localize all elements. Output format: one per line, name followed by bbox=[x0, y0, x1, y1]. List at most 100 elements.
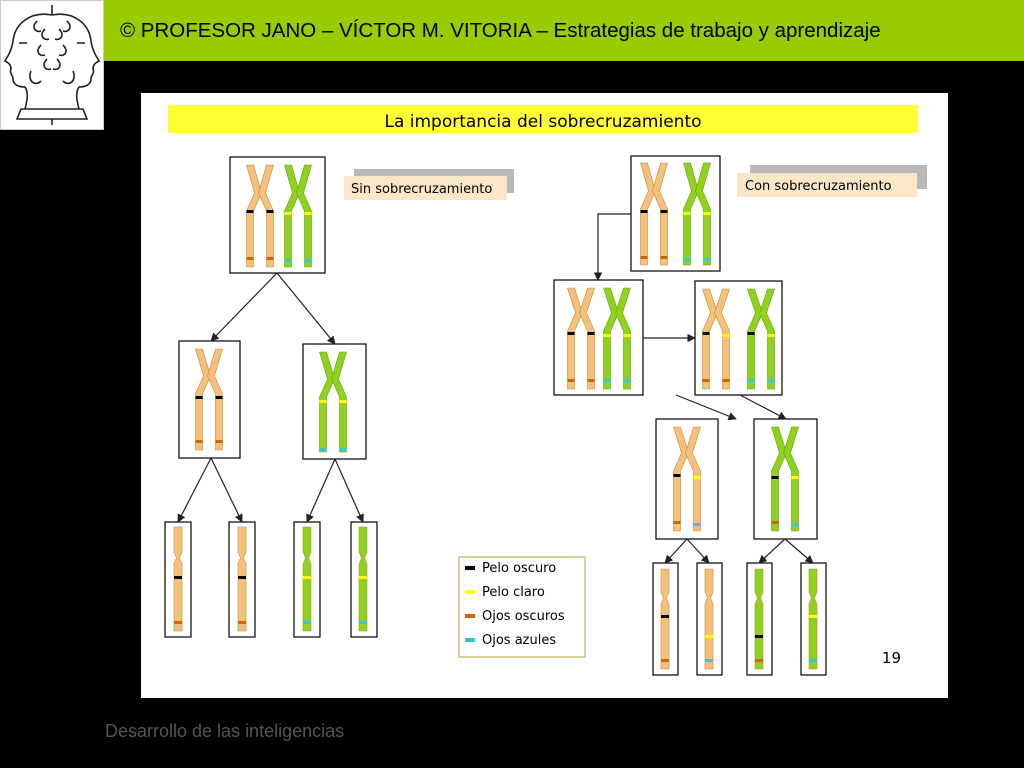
gene-band bbox=[640, 210, 648, 213]
chromosome-arm bbox=[759, 288, 775, 390]
gene-band bbox=[771, 521, 779, 524]
chromatid bbox=[704, 568, 714, 670]
gene-band bbox=[339, 448, 347, 451]
gene-band bbox=[587, 332, 595, 335]
gene-band bbox=[215, 396, 223, 399]
gene-band bbox=[660, 210, 668, 213]
arrow-connector bbox=[177, 457, 212, 523]
gene-band bbox=[174, 621, 182, 624]
gene-band bbox=[266, 257, 274, 260]
legend-box bbox=[458, 556, 586, 658]
logo bbox=[0, 0, 104, 130]
jano-logo-icon bbox=[3, 5, 101, 125]
gene-band bbox=[791, 523, 799, 526]
chromosome-arm bbox=[685, 426, 701, 532]
label-right: Con sobrecruzamiento bbox=[745, 179, 892, 194]
header-bar: © PROFESOR JANO – VÍCTOR M. VITORIA – Es… bbox=[104, 0, 1024, 61]
gene-band bbox=[747, 379, 755, 382]
chromosome-arm bbox=[603, 287, 619, 390]
chromosome-arm bbox=[207, 348, 223, 451]
slide-title: La importancia del sobrecruzamiento bbox=[384, 112, 701, 132]
gene-band bbox=[195, 396, 203, 399]
arrow-connector bbox=[784, 538, 814, 564]
gene-band bbox=[767, 334, 775, 337]
gene-band bbox=[767, 379, 775, 382]
gene-band bbox=[702, 332, 710, 335]
chromosome-arm bbox=[331, 351, 347, 453]
arrow-connector bbox=[276, 272, 336, 345]
slide-title-bar bbox=[168, 105, 918, 133]
gene-band bbox=[603, 379, 611, 382]
footer-text: Desarrollo de las inteligencias bbox=[105, 721, 345, 741]
chromatid bbox=[808, 568, 818, 670]
gene-band bbox=[304, 212, 312, 215]
gene-band bbox=[603, 334, 611, 337]
arrow-connector bbox=[593, 213, 631, 281]
chromatid bbox=[660, 568, 670, 670]
legend-swatch bbox=[465, 614, 475, 618]
gene-band bbox=[266, 210, 274, 213]
gene-band bbox=[661, 659, 669, 662]
legend-label: Pelo oscuro bbox=[482, 561, 556, 576]
gene-band bbox=[567, 332, 575, 335]
slide: La importancia del sobrecruzamiento Sin … bbox=[141, 93, 948, 698]
label-right-box bbox=[737, 173, 917, 197]
chromosome-arm bbox=[284, 164, 300, 268]
chromosome-arm bbox=[195, 348, 211, 451]
gene-band bbox=[705, 635, 713, 638]
page-number: 19 bbox=[882, 649, 901, 667]
header-title: © PROFESOR JANO – VÍCTOR M. VITORIA – Es… bbox=[120, 18, 881, 42]
arrow-connector bbox=[334, 458, 364, 523]
chromosome-arm bbox=[296, 164, 312, 268]
gene-band bbox=[304, 259, 312, 262]
arrow-connector bbox=[739, 394, 787, 420]
gene-band bbox=[339, 400, 347, 403]
chromosome-arm bbox=[683, 162, 699, 266]
gene-band bbox=[722, 334, 730, 337]
gene-band bbox=[623, 379, 631, 382]
gene-band bbox=[359, 576, 367, 579]
gene-band bbox=[703, 212, 711, 215]
chromosome-arm bbox=[567, 287, 583, 390]
chromosome-arm bbox=[319, 351, 335, 453]
gene-band bbox=[195, 440, 203, 443]
legend-label: Pelo claro bbox=[482, 585, 545, 600]
gene-band bbox=[673, 474, 681, 477]
gene-band bbox=[661, 615, 669, 618]
gene-band bbox=[284, 259, 292, 262]
label-left: Sin sobrecruzamiento bbox=[351, 182, 492, 197]
diagram-box bbox=[655, 418, 719, 540]
arrow-connector bbox=[758, 538, 786, 564]
gene-band bbox=[683, 258, 691, 261]
chromosome-arm bbox=[652, 162, 668, 266]
gene-band bbox=[693, 476, 701, 479]
gene-band bbox=[703, 258, 711, 261]
gene-band bbox=[722, 379, 730, 382]
gene-band bbox=[174, 576, 182, 579]
chromatid bbox=[754, 568, 764, 670]
gene-band bbox=[640, 256, 648, 259]
chromosome-arm bbox=[673, 426, 689, 532]
gene-band bbox=[246, 210, 254, 213]
gene-band bbox=[238, 621, 246, 624]
gene-band bbox=[623, 334, 631, 337]
arrow-connector bbox=[306, 458, 336, 523]
gene-band bbox=[660, 256, 668, 259]
gene-band bbox=[791, 476, 799, 479]
chromosome-arm bbox=[771, 426, 787, 532]
gene-band bbox=[215, 440, 223, 443]
gene-band bbox=[319, 400, 327, 403]
gene-band bbox=[809, 659, 817, 662]
gene-band bbox=[809, 615, 817, 618]
gene-band bbox=[705, 659, 713, 662]
gene-band bbox=[747, 332, 755, 335]
gene-band bbox=[693, 523, 701, 526]
chromosome-arm bbox=[615, 287, 631, 390]
gene-band bbox=[771, 476, 779, 479]
gene-band bbox=[303, 576, 311, 579]
chromosome-arm bbox=[702, 288, 718, 390]
gene-band bbox=[587, 379, 595, 382]
gene-band bbox=[238, 576, 246, 579]
diagram-box bbox=[753, 418, 818, 540]
label-left-box bbox=[344, 176, 507, 200]
